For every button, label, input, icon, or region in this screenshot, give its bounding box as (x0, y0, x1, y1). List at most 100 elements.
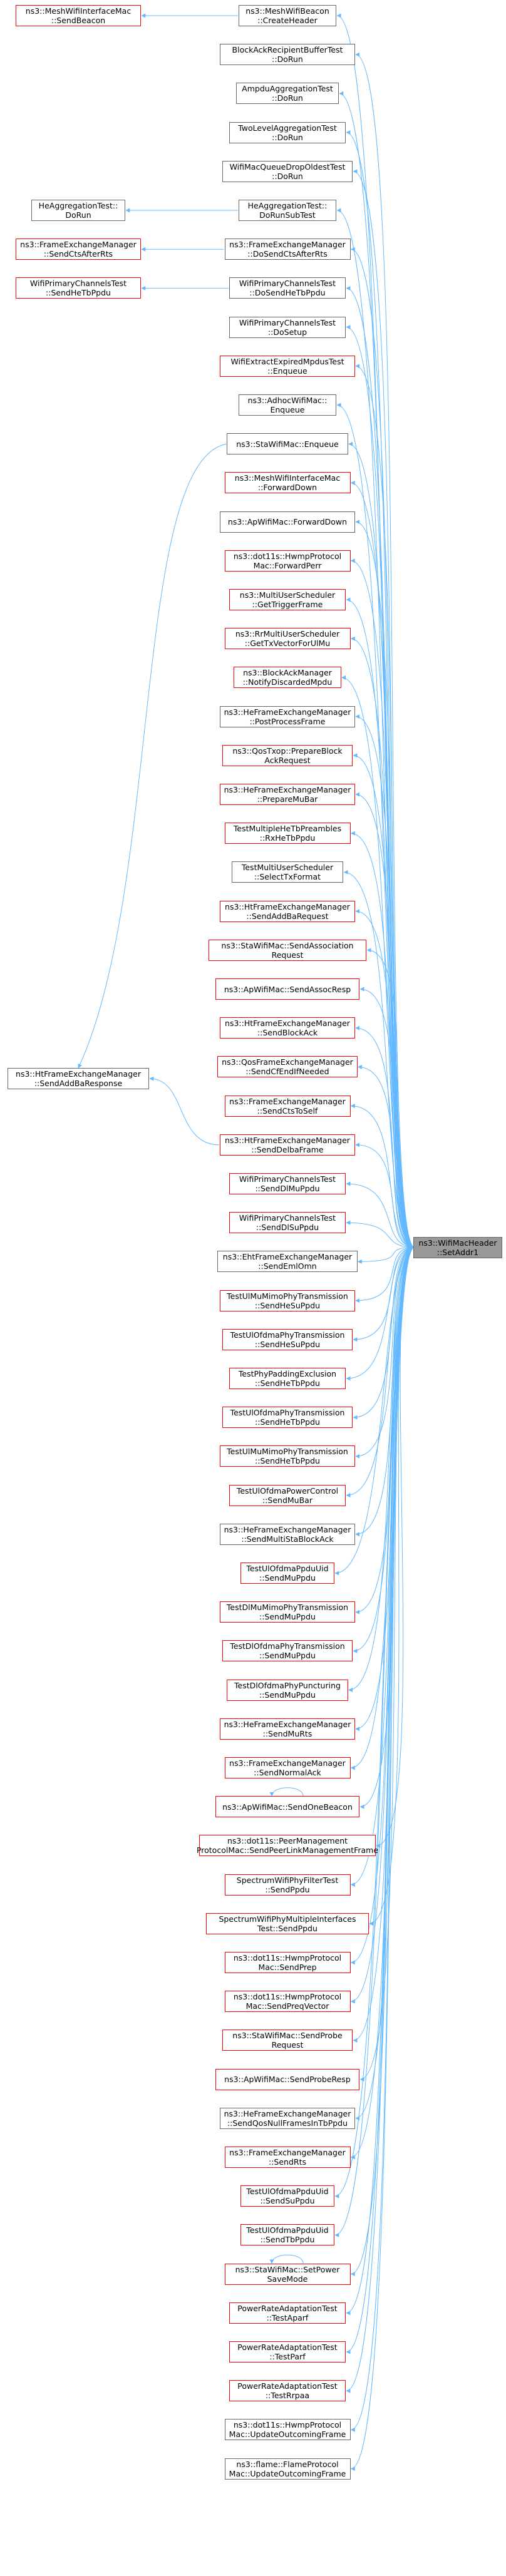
call-edge (350, 247, 415, 1248)
caller-node[interactable]: ns3::flame::FlameProtocol Mac::UpdateOut… (224, 2458, 351, 2480)
call-edge (355, 52, 415, 1248)
recursion-edge (269, 1787, 304, 1797)
call-edge (346, 130, 415, 1248)
caller-node[interactable]: WifiPrimaryChannelsTest ::DoSendHeTbPpdu (229, 277, 346, 299)
caller-node[interactable]: ns3::ApWifiMac::SendAssocResp (215, 978, 360, 1000)
call-edge (353, 1247, 415, 1653)
caller-node[interactable]: ns3::FrameExchangeManager ::DoSendCtsAft… (224, 239, 351, 260)
caller-node[interactable]: ns3::HtFrameExchangeManager ::SendAddBaR… (220, 900, 355, 922)
caller-node[interactable]: ns3::ApWifiMac::SendOneBeacon (215, 1796, 360, 1818)
call-edge (78, 443, 227, 1069)
caller-node[interactable]: TestDlMuMimoPhyTransmission ::SendMuPpdu (220, 1601, 355, 1623)
caller-node[interactable]: ns3::ApWifiMac::SendProbeResp (215, 2068, 360, 2090)
caller-node[interactable]: BlockAckRecipientBufferTest ::DoRun (220, 44, 355, 66)
caller-node[interactable]: ns3::HeFrameExchangeManager ::SendMuRts (220, 1718, 355, 1740)
call-edge (355, 1247, 415, 1614)
caller-node[interactable]: ns3::EhtFrameExchangeManager ::SendEmlOm… (217, 1251, 358, 1273)
call-edge (350, 1104, 415, 1248)
call-edge (346, 1220, 415, 1248)
call-edge (350, 636, 415, 1248)
call-edge (355, 1247, 415, 1732)
caller-node[interactable]: TestMultiUserScheduler ::SelectTxFormat (231, 861, 344, 883)
caller-node[interactable]: ns3::dot11s::PeerManagement ProtocolMac:… (196, 1835, 379, 1857)
recursion-edge (269, 2254, 304, 2264)
call-edge (357, 1247, 415, 1264)
caller-node[interactable]: TwoLevelAggregationTest ::DoRun (229, 121, 346, 143)
caller-node[interactable]: WifiPrimaryChannelsTest ::SendHeTbPpdu (16, 277, 141, 299)
call-edge (359, 987, 415, 1248)
caller-node[interactable]: ns3::FrameExchangeManager ::SendRts (224, 2147, 351, 2168)
caller-node[interactable]: ns3::QosTxop::PrepareBlock AckRequest (222, 744, 353, 766)
call-edge (350, 831, 415, 1248)
target-function-node[interactable]: ns3::WifiMacHeader ::SetAddr1 (413, 1236, 502, 1258)
caller-node[interactable]: PowerRateAdaptationTest ::TestParf (229, 2341, 346, 2363)
caller-node[interactable]: SpectrumWifiPhyMultipleInterfaces Test::… (205, 1912, 369, 1934)
caller-node[interactable]: ns3::MultiUserScheduler ::GetTriggerFram… (229, 589, 346, 610)
caller-node[interactable]: HeAggregationTest:: DoRunSubTest (238, 200, 337, 221)
caller-node[interactable]: WifiPrimaryChannelsTest ::DoSetup (229, 316, 346, 338)
caller-node[interactable]: WifiPrimaryChannelsTest ::SendDlSuPpdu (229, 1212, 346, 1234)
call-edge (355, 714, 415, 1248)
call-edge (355, 364, 415, 1248)
call-edge (350, 1247, 415, 2471)
caller-node[interactable]: WifiMacQueueDropOldestTest ::DoRun (222, 160, 353, 182)
caller-node[interactable]: TestMultipleHeTbPreambles ::RxHeTbPpdu (224, 823, 351, 844)
caller-node[interactable]: ns3::MeshWifiBeacon ::CreateHeader (238, 5, 337, 26)
caller-node[interactable]: TestUlOfdmaPpduUid ::SendMuPpdu (240, 1563, 334, 1584)
caller-node[interactable]: ns3::ApWifiMac::ForwardDown (220, 511, 355, 533)
caller-node[interactable]: PowerRateAdaptationTest ::TestAparf (229, 2302, 346, 2324)
call-edge (355, 1247, 415, 1303)
caller-node[interactable]: TestPhyPaddingExclusion ::SendHeTbPpdu (229, 1368, 346, 1389)
caller-node[interactable]: ns3::FrameExchangeManager ::SendCtsToSel… (224, 1095, 351, 1117)
caller-node[interactable]: ns3::dot11s::HwmpProtocol Mac::SendPreqV… (224, 1991, 351, 2013)
caller-node[interactable]: ns3::StaWifiMac::Enqueue (227, 433, 348, 455)
call-edge (346, 1247, 415, 1498)
call-edge (355, 520, 415, 1248)
caller-node[interactable]: TestUlMuMimoPhyTransmission ::SendHeTbPp… (220, 1445, 355, 1467)
caller-node[interactable]: ns3::RrMultiUserScheduler ::GetTxVectorF… (224, 628, 351, 650)
caller-node[interactable]: ns3::AdhocWifiMac:: Enqueue (238, 394, 337, 416)
caller-node[interactable]: SpectrumWifiPhyFilterTest ::SendPpdu (224, 1874, 351, 1896)
caller-node[interactable]: ns3::FrameExchangeManager ::SendCtsAfter… (16, 239, 141, 260)
caller-node[interactable]: ns3::HeFrameExchangeManager ::SendQosNul… (220, 2107, 355, 2129)
caller-node[interactable]: ns3::HeFrameExchangeManager ::SendMultiS… (220, 1523, 355, 1545)
caller-node[interactable]: ns3::StaWifiMac::SetPower SaveMode (224, 2263, 351, 2285)
caller-node[interactable]: ns3::FrameExchangeManager ::SendNormalAc… (224, 1757, 351, 1778)
call-edge (366, 948, 415, 1248)
caller-node[interactable]: TestDlOfdmaPhyTransmission ::SendMuPpdu (222, 1640, 353, 1662)
caller-node[interactable]: ns3::StaWifiMac::SendAssociation Request (208, 939, 367, 961)
caller-node[interactable]: AmpduAggregationTest ::DoRun (236, 83, 339, 105)
call-edge (346, 1247, 415, 2393)
call-edge (355, 1025, 415, 1248)
call-edge (359, 1247, 415, 1809)
caller-node[interactable]: ns3::HeFrameExchangeManager ::PostProces… (220, 706, 355, 727)
caller-node[interactable]: ns3::HtFrameExchangeManager ::SendDelbaF… (220, 1134, 355, 1156)
call-edge (149, 1076, 220, 1146)
caller-node[interactable]: ns3::dot11s::HwmpProtocol Mac::SendPrep (224, 1952, 351, 1973)
caller-node[interactable]: ns3::dot11s::HwmpProtocol Mac::UpdateOut… (224, 2419, 351, 2441)
caller-node[interactable]: ns3::QosFrameExchangeManager ::SendCfEnd… (217, 1056, 358, 1078)
caller-node[interactable]: ns3::MeshWifiInterfaceMac ::SendBeacon (16, 5, 141, 26)
caller-node[interactable]: ns3::StaWifiMac::SendProbe Request (222, 2029, 353, 2051)
caller-node[interactable]: WifiPrimaryChannelsTest ::SendDlMuPpdu (229, 1173, 346, 1194)
caller-node[interactable]: ns3::HeFrameExchangeManager ::PrepareMuB… (220, 784, 355, 805)
caller-node[interactable]: HeAggregationTest:: DoRun (31, 200, 125, 221)
caller-node[interactable]: TestUlOfdmaPhyTransmission ::SendHeTbPpd… (222, 1407, 353, 1429)
caller-node[interactable]: TestDlOfdmaPhyPuncturing ::SendMuPpdu (227, 1679, 348, 1701)
caller-node[interactable]: ns3::HtFrameExchangeManager ::SendAddBaR… (8, 1068, 149, 1090)
caller-node[interactable]: TestUlMuMimoPhyTransmission ::SendHeSuPp… (220, 1290, 355, 1311)
caller-node[interactable]: ns3::MeshWifiInterfaceMac ::ForwardDown (224, 472, 351, 494)
caller-node[interactable]: PowerRateAdaptationTest ::TestRrpaa (229, 2380, 346, 2402)
caller-node[interactable]: TestUlOfdmaPpduUid ::SendSuPpdu (240, 2185, 334, 2207)
call-edge (346, 597, 415, 1248)
caller-node[interactable]: TestUlOfdmaPhyTransmission ::SendHeSuPpd… (222, 1328, 353, 1350)
caller-node[interactable]: WifiExtractExpiredMpdusTest ::Enqueue (220, 355, 355, 377)
caller-node[interactable]: TestUlOfdmaPpduUid ::SendTbPpdu (240, 2224, 334, 2246)
caller-node[interactable]: ns3::BlockAckManager ::NotifyDiscardedMp… (234, 667, 341, 689)
caller-node[interactable]: ns3::dot11s::HwmpProtocol Mac::ForwardPe… (224, 550, 351, 572)
call-edge (355, 792, 415, 1248)
caller-node[interactable]: TestUlOfdmaPowerControl ::SendMuBar (229, 1484, 346, 1506)
caller-node[interactable]: ns3::HtFrameExchangeManager ::SendBlockA… (220, 1017, 355, 1039)
